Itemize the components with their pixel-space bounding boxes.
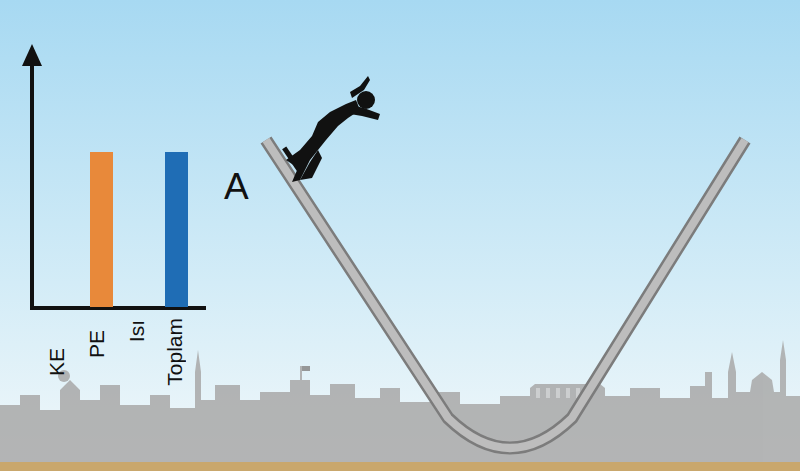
axis-category-label: Isı (126, 320, 147, 342)
half-pipe-edge (266, 140, 745, 448)
axis-arrow (22, 44, 42, 66)
ground (0, 462, 800, 471)
axis-category-label: Toplam (164, 318, 185, 386)
axis-category-label: PE (86, 330, 107, 358)
bar-chart (22, 44, 206, 308)
position-label: A (224, 168, 249, 205)
axis-category-label: KE (46, 348, 67, 376)
total-bar (165, 152, 188, 307)
city-skyline (0, 340, 800, 462)
y-axis (30, 62, 34, 308)
half-pipe-ramp (266, 140, 745, 448)
skater-silhouette (282, 76, 380, 182)
pe-bar (90, 152, 113, 307)
